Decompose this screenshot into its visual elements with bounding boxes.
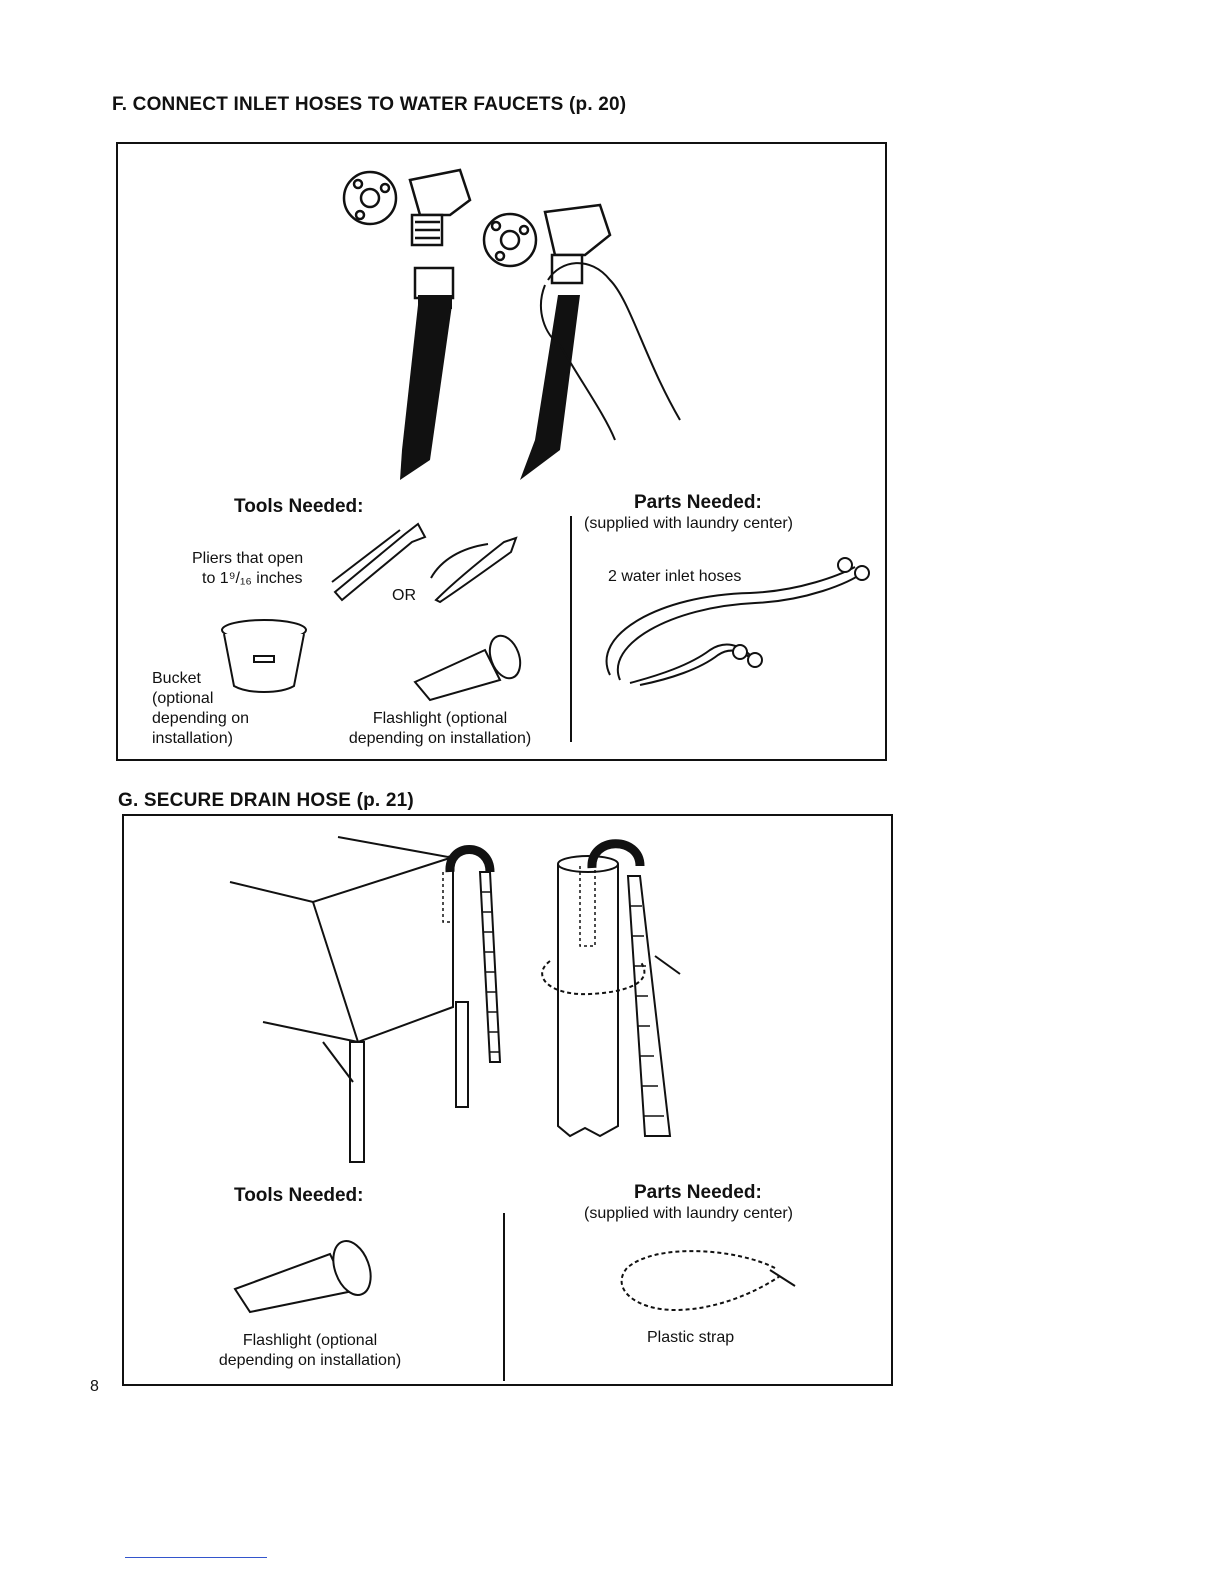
bucket-label: Bucket (optional depending on installati… bbox=[152, 669, 249, 749]
flashlight-label: Flashlight (optional depending on instal… bbox=[330, 709, 550, 749]
bucket-label-line: depending on bbox=[152, 709, 249, 729]
faucet-icon bbox=[344, 170, 470, 245]
flashlight-icon bbox=[230, 1234, 380, 1314]
hose-icon bbox=[520, 295, 580, 480]
faucet-hose-illustration bbox=[330, 160, 690, 490]
flashlight-label: Flashlight (optional depending on instal… bbox=[190, 1331, 430, 1371]
section-g-divider bbox=[503, 1213, 505, 1381]
tools-needed-title: Tools Needed: bbox=[234, 1185, 364, 1207]
flashlight-label-line: depending on installation) bbox=[330, 729, 550, 749]
bucket-label-line: (optional bbox=[152, 689, 249, 709]
page-number: 8 bbox=[90, 1378, 99, 1396]
parts-needed-title: Parts Needed: bbox=[634, 492, 762, 514]
section-f-heading: F. CONNECT INLET HOSES TO WATER FAUCETS … bbox=[112, 94, 626, 116]
plastic-strap-icon bbox=[615, 1248, 805, 1318]
drain-tub-illustration bbox=[228, 832, 508, 1167]
bucket-label-line: installation) bbox=[152, 729, 249, 749]
section-f-divider bbox=[570, 516, 572, 742]
flashlight-label-line: depending on installation) bbox=[190, 1351, 430, 1371]
pliers-label-line1: Pliers that open bbox=[192, 549, 303, 569]
inlet-hoses-icon bbox=[600, 555, 875, 690]
parts-needed-title: Parts Needed: bbox=[634, 1182, 762, 1204]
pliers-label-line2: to 1⁹/₁₆ inches bbox=[202, 569, 303, 589]
parts-needed-subtitle: (supplied with laundry center) bbox=[584, 1204, 793, 1224]
pliers-icon bbox=[426, 530, 521, 605]
bucket-label-line: Bucket bbox=[152, 669, 249, 689]
standpipe-illustration bbox=[540, 836, 690, 1146]
section-g-heading: G. SECURE DRAIN HOSE (p. 21) bbox=[118, 790, 414, 812]
parts-needed-subtitle: (supplied with laundry center) bbox=[584, 514, 793, 534]
plastic-strap-label: Plastic strap bbox=[647, 1328, 734, 1348]
flashlight-label-line: Flashlight (optional bbox=[190, 1331, 430, 1351]
flashlight-label-line: Flashlight (optional bbox=[330, 709, 550, 729]
footer-rule bbox=[125, 1557, 267, 1558]
faucet-icon bbox=[484, 205, 610, 283]
flashlight-icon bbox=[410, 632, 525, 702]
or-label: OR bbox=[392, 586, 416, 606]
hose-icon bbox=[400, 268, 453, 480]
